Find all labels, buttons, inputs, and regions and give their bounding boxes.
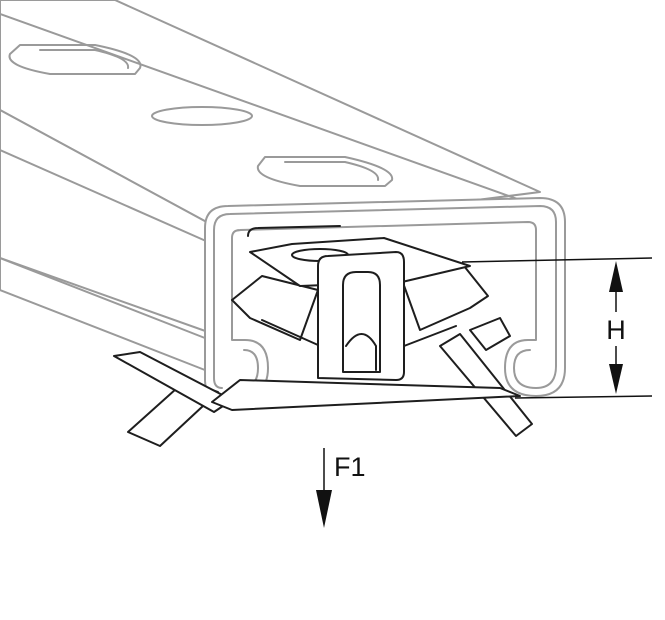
clip-top-edge [247, 225, 341, 237]
channel-front-profile [204, 197, 566, 397]
channel-slot-1 [8, 44, 142, 75]
clip-left-arm [231, 275, 319, 341]
channel-slot-2-inner [284, 161, 380, 181]
force-annotation: F1 [316, 448, 366, 528]
strut-channel [0, 0, 566, 397]
height-label: H [606, 315, 626, 345]
height-arrow-up [609, 261, 623, 292]
clip-tongue-detail [345, 333, 377, 371]
channel-front-profile-inner [213, 205, 557, 389]
clip-right-leg [439, 333, 533, 437]
clip-right-wing [469, 317, 511, 351]
channel-slot-2 [256, 156, 394, 187]
clip-inner-edge [261, 319, 457, 347]
force-label: F1 [334, 452, 366, 482]
height-arrow-down [609, 364, 623, 394]
height-extension-top [461, 257, 653, 263]
clip-base-plate [211, 379, 521, 411]
channel-slot-1-inner [39, 49, 130, 69]
channel-round-hole [151, 106, 253, 126]
spring-clip [113, 225, 533, 447]
height-dimension: H [461, 257, 653, 399]
clip-tongue-slot [342, 271, 381, 373]
channel-side-edge-inner [0, 149, 216, 246]
force-arrow-head [316, 490, 332, 528]
height-extension-bottom [514, 395, 653, 399]
